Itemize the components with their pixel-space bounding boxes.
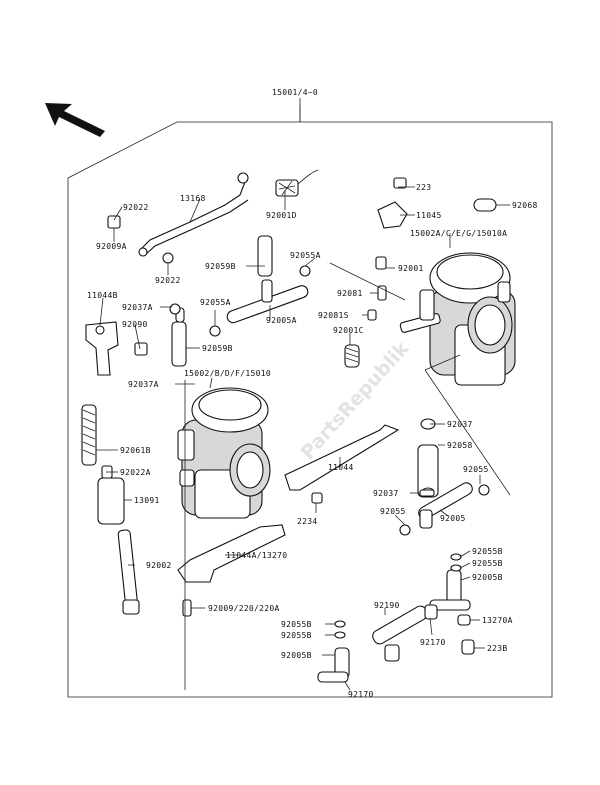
label-13270a: 13270A (482, 616, 513, 625)
label-92037b: 92037 (373, 489, 399, 498)
bracket-11044a (177, 524, 286, 583)
label-13091: 13091 (134, 496, 160, 505)
label-92001: 92001 (398, 264, 424, 273)
leader-lines (96, 98, 511, 691)
adjuster-92081b (81, 404, 97, 466)
label-92061b: 92061B (120, 446, 151, 455)
cable-92002 (117, 529, 140, 615)
label-92037a2: 92037A (128, 380, 159, 389)
label-92022: 92022 (123, 203, 149, 212)
cable-holder-13091 (97, 465, 125, 525)
label-92068: 92068 (512, 201, 538, 210)
label-92037a: 92037A (122, 303, 153, 312)
label-92081: 92081 (337, 289, 363, 298)
spring-92001c (344, 344, 360, 368)
label-92059b: 92059B (205, 262, 236, 271)
label-92170: 92170 (420, 638, 446, 647)
label-2234: 2234 (297, 517, 317, 526)
label-92055b-a: 92055B (472, 547, 503, 556)
label-92055b-c: 92055B (281, 620, 312, 629)
cable-bracket-11044b (85, 321, 119, 376)
label-92055a: 92055A (200, 298, 231, 307)
small-parts-right-top (367, 177, 497, 321)
label-92055b-b: 92055B (472, 559, 503, 568)
label-92022a: 92022A (120, 468, 151, 477)
label-11045: 11045 (416, 211, 442, 220)
label-92055b-d: 92055B (281, 631, 312, 640)
label-92005b2: 92005B (281, 651, 312, 660)
label-92022b: 92022 (155, 276, 181, 285)
label-92090: 92090 (122, 320, 148, 329)
label-92055: 92055 (463, 465, 489, 474)
label-11044a: 11044A/13270 (226, 551, 287, 560)
label-assembly: 15001/4~0 (272, 88, 318, 97)
part-labels: 15001/4~0 223 92068 11045 92022 13168 92… (87, 88, 538, 699)
label-92001c: 92001C (333, 326, 364, 335)
label-11044b: 11044B (87, 291, 118, 300)
label-92081s: 92081S (318, 311, 349, 320)
label-92002: 92002 (146, 561, 172, 570)
label-15002: 15002/B/D/F/15010 (184, 369, 271, 378)
label-92058: 92058 (447, 441, 473, 450)
label-92055a-top: 92055A (290, 251, 321, 260)
spring-92001d (275, 169, 319, 197)
label-92170b: 92170 (348, 690, 374, 699)
label-13168: 13168 (180, 194, 206, 203)
left-carburetor (177, 387, 271, 519)
label-223b: 223B (487, 644, 507, 653)
front-direction-arrow-icon (45, 103, 105, 137)
assembly-boundary (67, 105, 553, 698)
lower-fittings (317, 553, 475, 683)
label-92005b: 92005B (472, 573, 503, 582)
label-223: 223 (416, 183, 431, 192)
label-92055b: 92055 (380, 507, 406, 516)
pipes-92058-92005 (399, 418, 490, 536)
label-92005: 92005 (440, 514, 466, 523)
label-92037: 92037 (447, 420, 473, 429)
right-carburetor (399, 252, 516, 386)
label-92001d: 92001D (266, 211, 297, 220)
label-15002a: 15002A/C/E/G/15010A (410, 229, 507, 238)
label-92009: 92009/220/220A (208, 604, 280, 613)
label-92005a: 92005A (266, 316, 297, 325)
label-92059b2: 92059B (202, 344, 233, 353)
link-plate-11044 (284, 424, 400, 491)
label-92009a: 92009A (96, 242, 127, 251)
label-92190: 92190 (374, 601, 400, 610)
label-11044: 11044 (328, 463, 354, 472)
